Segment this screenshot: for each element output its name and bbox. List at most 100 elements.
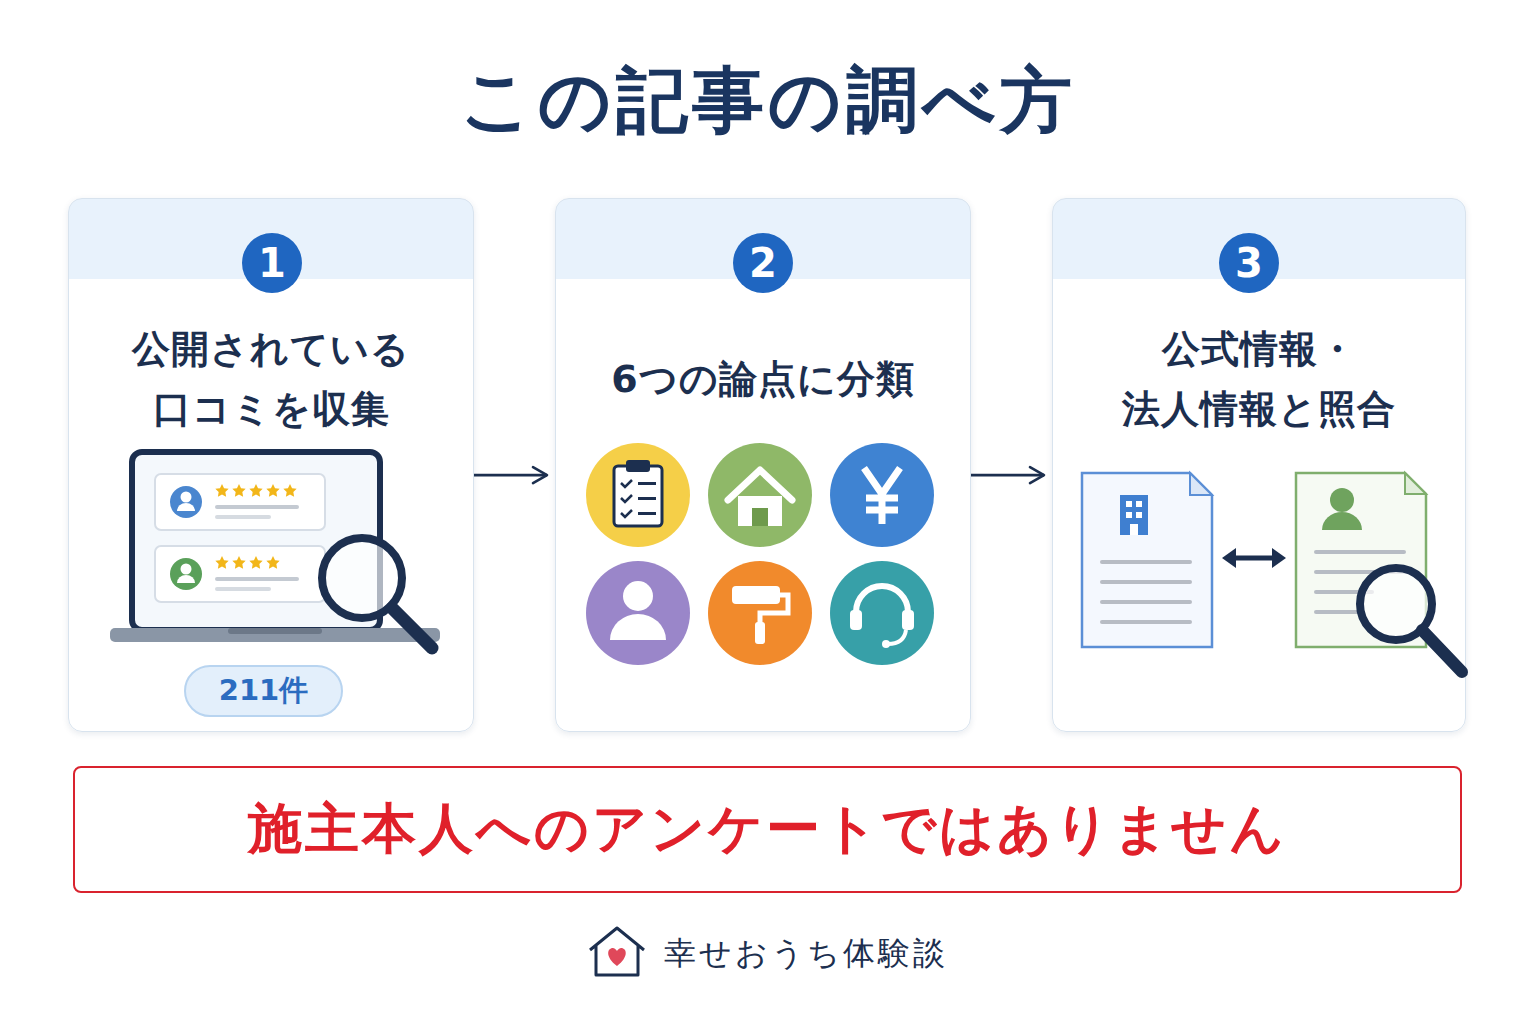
flow-arrow: [971, 474, 1044, 477]
logo-heart: [608, 948, 626, 966]
rating-star: [249, 556, 262, 569]
text-line: [1314, 610, 1364, 614]
headset-ear: [850, 610, 862, 630]
documents-illustration: [1082, 473, 1462, 672]
person-head: [623, 581, 653, 611]
check-line: [638, 482, 656, 485]
building-window: [1126, 501, 1132, 507]
step-number-badge: 2: [733, 233, 793, 293]
laptop-screen: [132, 452, 380, 630]
document-fold: [1405, 473, 1426, 494]
icon-circle: [708, 443, 812, 547]
rating-star: [283, 484, 296, 497]
roller-handle: [755, 622, 765, 644]
icon-circle: [586, 561, 690, 665]
text-line: [1100, 560, 1192, 564]
rating-star: [266, 556, 279, 569]
badge-circle: [242, 233, 302, 293]
rating-star: [266, 484, 279, 497]
icon-circle: [708, 561, 812, 665]
person-head: [1330, 488, 1354, 512]
avatar-body: [177, 575, 195, 583]
compare-arrow-head: [1272, 548, 1286, 568]
text-line: [1100, 600, 1192, 604]
compare-arrow-head: [1222, 548, 1236, 568]
step-label: 公式情報・ 法人情報と照合: [1063, 319, 1455, 439]
step-number-badge: 3: [1219, 233, 1279, 293]
check-line: [638, 512, 656, 515]
connector-layer: [474, 475, 1044, 476]
avatar-body: [177, 503, 195, 511]
headset-mic-tip: [882, 640, 890, 648]
review-card: [155, 546, 325, 602]
clipboard-clip: [626, 460, 650, 472]
text-line: [215, 505, 299, 509]
house-door: [752, 508, 768, 526]
magnifier-lens: [1360, 568, 1432, 640]
badge-circle: [733, 233, 793, 293]
icon-circle: [586, 443, 690, 547]
roller-head: [732, 586, 780, 604]
text-line: [1100, 620, 1192, 624]
person-body: [1322, 512, 1362, 530]
step-card: 公開されている 口コミを収集 1 211件: [68, 198, 474, 732]
laptop-illustration: [110, 452, 440, 648]
text-line: [215, 515, 271, 519]
count-label: 211件: [184, 665, 343, 717]
step-number: 2: [733, 233, 793, 293]
house-body: [738, 496, 782, 526]
building-window: [1136, 512, 1142, 518]
logo-house: [590, 928, 644, 975]
check-marks: [621, 480, 632, 517]
building-window: [1126, 512, 1132, 518]
house-roof: [728, 470, 792, 500]
laptop-base: [110, 628, 440, 642]
headset-ear: [902, 610, 914, 630]
step-number: 3: [1219, 233, 1279, 293]
text-line: [1314, 550, 1406, 554]
avatar-icon: [170, 558, 202, 590]
avatar-head: [181, 564, 192, 575]
profile-document: [1296, 473, 1426, 647]
logo-icon: [590, 928, 644, 975]
text-line: [215, 587, 271, 591]
company-document: [1082, 473, 1212, 647]
step-number: 1: [242, 233, 302, 293]
document-fold: [1190, 473, 1212, 495]
step-number-badge: 1: [242, 233, 302, 293]
icon-circle: [830, 561, 934, 665]
building-door: [1130, 524, 1138, 535]
notice-text: 施主本人へのアンケートではありません: [75, 768, 1460, 891]
notice-box: 施主本人へのアンケートではありません: [73, 766, 1462, 893]
rating-star: [249, 484, 262, 497]
check-line: [638, 497, 656, 500]
yen-symbol: [864, 468, 900, 524]
text-line: [1100, 580, 1192, 584]
avatar-head: [181, 492, 192, 503]
brand-name: 幸せおうち体験談: [664, 928, 948, 978]
text-line: [1314, 590, 1374, 594]
rating-star: [215, 556, 228, 569]
text-line: [1314, 570, 1406, 574]
magnifier-lens: [322, 538, 402, 618]
pill-shape: [185, 666, 342, 716]
flow-arrow: [474, 474, 547, 477]
step-card: 6つの論点に分類2: [555, 198, 971, 732]
category-icons: [586, 443, 934, 665]
avatar-icon: [170, 486, 202, 518]
step-card: 公式情報・ 法人情報と照合 3: [1052, 198, 1466, 732]
badge-circle: [1219, 233, 1279, 293]
step-label: 公開されている 口コミを収集: [79, 319, 463, 439]
magnifier-handle: [1422, 630, 1462, 672]
headset-mic: [888, 630, 906, 644]
person-body: [610, 614, 666, 640]
count-badge: 211件: [184, 665, 343, 717]
rating-star: [232, 484, 245, 497]
roller-arm: [760, 595, 788, 623]
rating-star: [215, 484, 228, 497]
compare-arrow: [1232, 556, 1276, 561]
headset-band: [856, 586, 908, 620]
laptop-notch: [228, 628, 322, 634]
clipboard-icon: [614, 466, 662, 526]
